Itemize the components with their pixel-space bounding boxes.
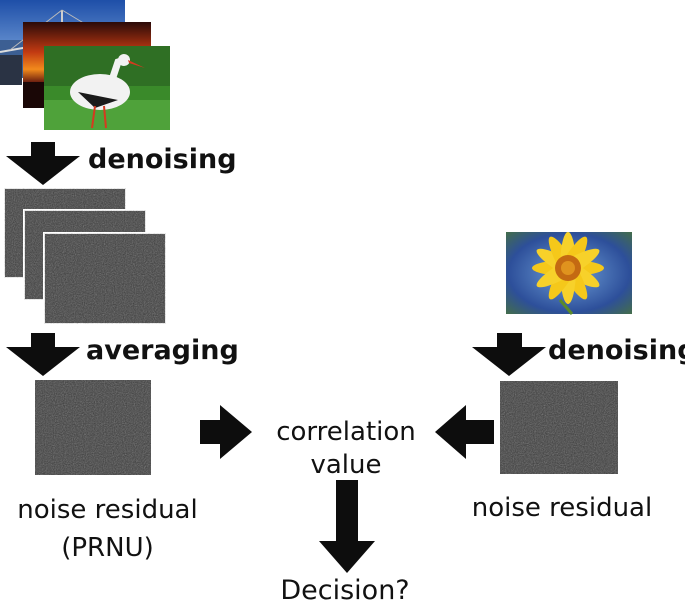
- arrow-to-correlation: [200, 405, 252, 459]
- label-noise-residual-prnu-line1: noise residual: [17, 495, 198, 525]
- label-noise-residual-right: noise residual: [471, 493, 653, 523]
- label-averaging: averaging: [86, 335, 239, 366]
- label-noise-residual-prnu: noise residual (PRNU): [0, 492, 215, 567]
- noise-residual-stack: [3, 187, 167, 325]
- arrow-to-decision: [319, 480, 375, 573]
- label-noise-residual-prnu-line2: (PRNU): [61, 532, 154, 563]
- arrow-from-residual: [435, 405, 494, 459]
- label-decision: Decision?: [280, 575, 410, 606]
- label-denoising-left: denoising: [88, 144, 237, 175]
- label-correlation-value: correlation value: [258, 416, 434, 481]
- arrow-averaging: [6, 333, 80, 376]
- photo-stack: [0, 0, 170, 130]
- flower-photo: [506, 232, 632, 315]
- stork-photo: [44, 46, 170, 130]
- noise-residual-right: [500, 381, 618, 474]
- label-denoising-right: denoising: [548, 335, 685, 366]
- label-correlation-line1: correlation: [276, 417, 416, 447]
- arrow-denoising-left: [6, 142, 80, 185]
- label-correlation-line2: value: [310, 449, 382, 480]
- prnu-pattern: [35, 380, 151, 475]
- arrow-denoising-right: [472, 333, 546, 376]
- noise-frame-3: [43, 232, 167, 325]
